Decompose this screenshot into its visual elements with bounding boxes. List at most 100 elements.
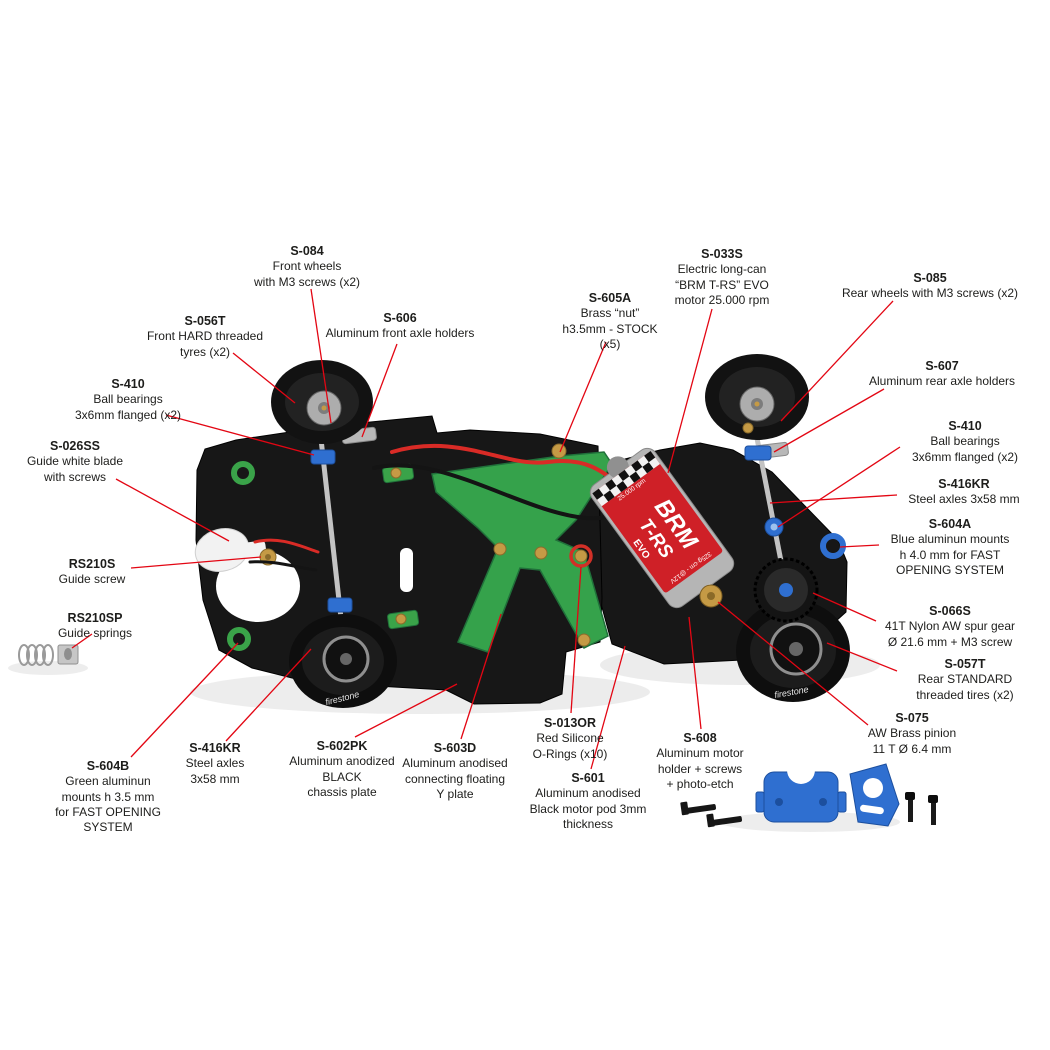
part-description: Rear STANDARD threaded tires (x2) [916,672,1014,702]
part-label-s604a: S-604A Blue aluminun mounts h 4.0 mm for… [863,516,1037,578]
part-number: S-410 [948,419,982,433]
part-number: S-026SS [49,439,101,453]
leader-s066s [812,592,877,622]
leader-rs210sp [71,633,93,649]
part-label-s604b: S-604B Green aluminun mounts h 3.5 mm fo… [36,758,180,836]
leader-s605a [559,341,607,453]
leader-s601 [590,645,626,770]
chassis-cutouts [216,548,413,622]
part-number: S-066S [929,604,971,618]
part-description: Electric long-can “BRM T-RS” EVO motor 2… [674,262,770,307]
part-number: S-603D [433,741,477,755]
guide-springs-part [18,644,79,666]
part-label-s057t: S-057T Rear STANDARD threaded tires (x2) [883,656,1047,703]
brass-nut [577,633,591,647]
checker-pattern [592,451,660,507]
part-label-s013or: S-013OR Red Silicone O-Rings (x10) [508,715,632,762]
blue-parts [310,445,846,613]
part-number: S-605A [588,291,632,305]
part-description: Aluminum anodized BLACK chassis plate [289,754,395,799]
part-number: S-608 [683,731,717,745]
part-description: Red Silicone O-Rings (x10) [532,731,608,761]
part-number: S-604A [928,517,972,531]
red-wire [390,443,627,492]
leader-s410-right [777,446,901,528]
brass-pinion [699,584,723,608]
part-number: S-604B [86,759,130,773]
brass-nut [574,549,588,563]
part-description: Guide white blade with screws [26,454,124,484]
part-number: S-085 [913,271,947,285]
red-o-ring [569,544,593,568]
part-label-s416kr-left: S-416KR Steel axles 3x58 mm [158,740,272,787]
part-label-s410-left: S-410 Ball bearings 3x6mm flanged (x2) [46,376,210,423]
leader-s410-left [165,414,315,456]
blue-motor-mount [755,756,847,823]
screw [680,801,743,828]
part-description: Front wheels with M3 screws (x2) [253,259,360,289]
leader-s416kr-right [769,494,898,504]
part-number: S-602PK [316,739,368,753]
leader-rs210s [130,556,262,569]
part-number: S-606 [383,311,417,325]
brass-nut [551,443,567,459]
part-number: S-084 [290,244,324,258]
brass-nut [493,542,507,556]
part-label-s066s: S-066S 41T Nylon AW spur gear Ø 21.6 mm … [858,603,1042,650]
part-description: Aluminum motor holder + screws + photo-e… [656,746,744,791]
part-description: Ball bearings 3x6mm flanged (x2) [74,392,182,422]
leader-lines [71,288,901,770]
leader-s033s [667,308,713,474]
part-description: Steel axles 3x58 mm [908,492,1020,507]
part-label-s605a: S-605A Brass “nut” h3.5mm - STOCK (x5) [540,290,680,352]
part-number: S-416KR [938,477,990,491]
part-description: Brass “nut” h3.5mm - STOCK (x5) [562,306,658,351]
motor: BRM T-RS EVO 25.000 rpm 325g·cm - @12V [589,447,735,609]
part-description: Green aluminun mounts h 3.5 mm for FAST … [55,774,161,835]
part-description: 41T Nylon AW spur gear Ø 21.6 mm + M3 sc… [884,619,1016,649]
leader-s057t [826,642,898,672]
green-mounts [227,461,420,651]
part-number: RS210S [68,557,116,571]
part-label-rs210sp: RS210SP Guide springs [33,610,157,642]
part-number: S-033S [701,247,743,261]
part-description: Aluminum rear axle holders [868,374,1016,389]
leader-s084 [310,288,332,424]
blue-mount-ring [820,533,846,559]
part-number: RS210SP [67,611,123,625]
blue-angle-bracket [849,763,900,827]
leader-s056t [232,352,296,404]
leader-s604a [839,544,880,548]
cap-screw [905,792,938,825]
rear-bearing-block [744,445,772,461]
leader-s606 [361,343,398,438]
part-number: S-057T [944,657,986,671]
leader-s602pk [354,683,458,738]
leader-s026ss [115,478,230,542]
spur-gear [753,557,819,623]
part-label-s084: S-084 Front wheels with M3 screws (x2) [217,243,397,290]
part-label-s603d: S-603D Aluminum anodised connecting floa… [378,740,532,802]
front-bearing-block-top [310,449,336,465]
part-number: S-013OR [543,716,597,730]
part-label-s607: S-607 Aluminum rear axle holders [838,358,1046,390]
part-label-rs210s: RS210S Guide screw [30,556,154,588]
leader-s416kr-left [225,648,312,742]
guide-wires [248,538,320,572]
part-label-s026ss: S-026SS Guide white blade with screws [5,438,145,485]
part-label-s056t: S-056T Front HARD threaded tyres (x2) [118,313,292,360]
part-label-s410-right: S-410 Ball bearings 3x6mm flanged (x2) [883,418,1047,465]
part-label-s033s: S-033S Electric long-can “BRM T-RS” EVO … [632,246,812,308]
part-description: Steel axles 3x58 mm [185,756,245,786]
rear-wheel-top [705,354,809,440]
brass-nut [534,546,548,560]
y-plate [431,451,613,653]
part-label-s606: S-606 Aluminum front axle holders [298,310,502,342]
leader-s607 [773,388,885,453]
leader-s603d [460,613,502,740]
leader-s013or [570,566,582,714]
guide-blade [194,528,277,572]
leader-s085 [780,300,894,422]
front-wheel-bottom: firestone [289,614,397,708]
